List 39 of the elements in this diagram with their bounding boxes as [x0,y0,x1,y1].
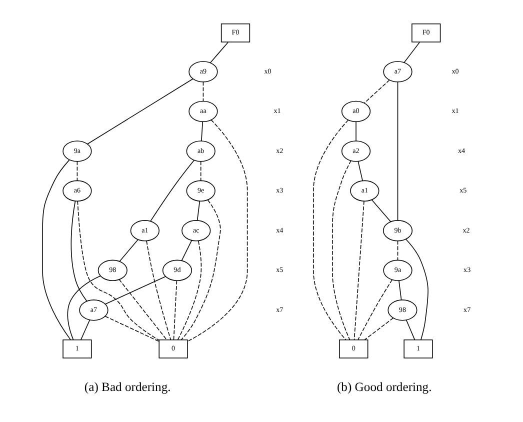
connector [371,199,392,222]
connector [177,240,202,340]
connector [42,159,71,340]
connector [77,200,160,341]
label: (a) Bad ordering. [84,380,171,394]
connector [173,280,178,340]
connector [67,275,101,340]
connector [397,81,398,221]
connector [364,80,390,104]
connector [200,160,202,182]
connector [80,320,90,340]
connector [70,200,88,302]
connector [201,121,204,142]
connector [406,320,416,340]
connector [196,200,200,221]
connector [210,42,228,64]
connector [76,160,78,182]
connector [104,276,166,304]
connector [364,318,394,340]
connector [104,316,160,342]
connector [180,200,221,340]
connector [398,280,402,300]
connector [119,239,138,262]
connector [181,240,192,262]
connector [146,240,172,340]
connector [397,240,398,261]
connector [358,160,363,182]
connector [313,120,349,340]
label: (b) Good ordering. [336,380,432,394]
connector [86,78,194,145]
connector [150,160,194,222]
connector [358,279,393,340]
connector [332,160,352,340]
connector [404,42,420,63]
connector [202,81,204,102]
connector [118,279,168,340]
connector [354,200,364,340]
connector [187,119,248,342]
connector [406,238,428,340]
